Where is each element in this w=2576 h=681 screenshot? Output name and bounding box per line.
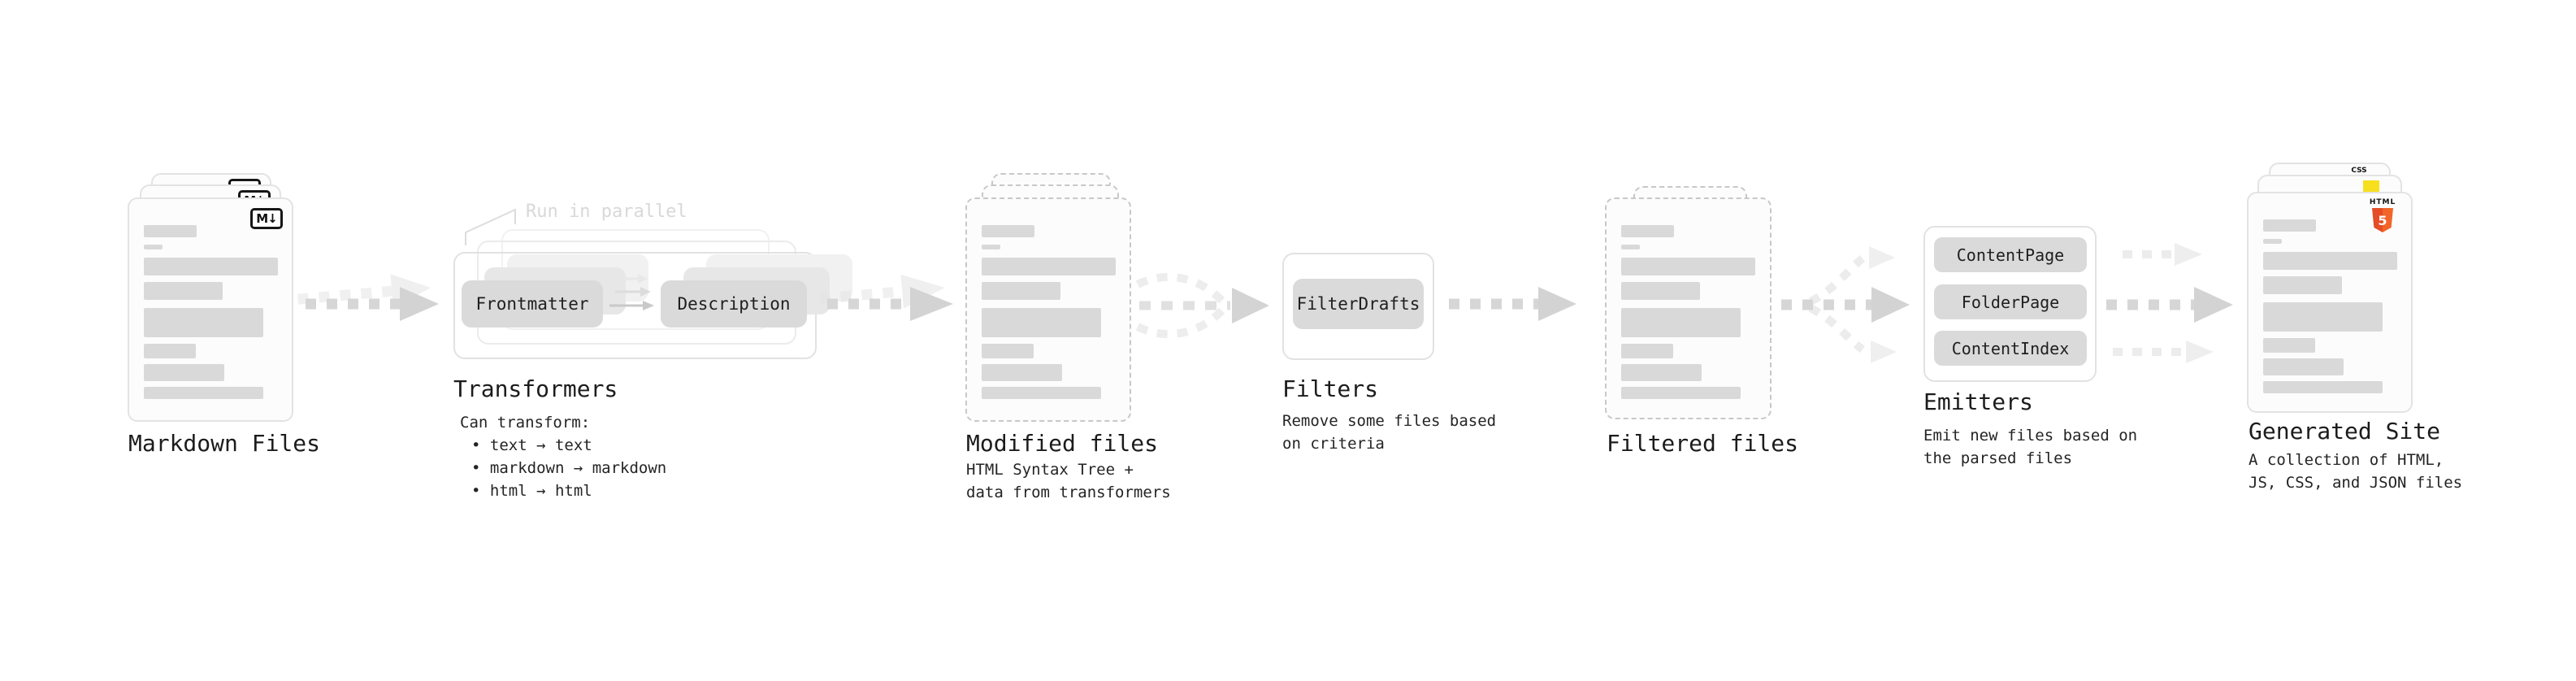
- transformers-bullet: • html → html: [471, 482, 592, 500]
- skeleton-line: [144, 282, 223, 300]
- css-badge-text: CSS: [2351, 167, 2367, 175]
- filtered-doc-front: [1605, 197, 1772, 419]
- skeleton-line: [2263, 302, 2383, 332]
- stage-label-emitters: Emitters: [1923, 388, 2033, 415]
- skeleton-line: [1621, 387, 1741, 399]
- transformers-bullet: • markdown → markdown: [471, 459, 667, 477]
- skeleton-line: [1621, 344, 1673, 358]
- skeleton-line: [982, 245, 1000, 249]
- transformers-description: Can transform: • text → text • markdown …: [460, 411, 666, 502]
- arrow-markdown-to-transformers: [306, 287, 439, 321]
- stage-label-filtered-files: Filtered files: [1607, 430, 1799, 457]
- skeleton-line: [2263, 381, 2383, 393]
- stage-label-transformers: Transformers: [453, 375, 618, 402]
- filters-box: [1282, 253, 1434, 360]
- modified-doc-front: [965, 197, 1131, 422]
- contentindex-pill: ContentIndex: [1934, 331, 2087, 366]
- stage-label-modified-files: Modified files: [966, 430, 1159, 457]
- skeleton-line: [982, 308, 1101, 337]
- skeleton-line: [1621, 282, 1700, 300]
- skeleton-line: [982, 364, 1062, 381]
- stage-label-markdown-files: Markdown Files: [128, 430, 321, 457]
- skeleton-line: [1621, 258, 1755, 275]
- modified-desc-line: HTML Syntax Tree +: [966, 461, 1134, 479]
- description-pill: Description: [661, 280, 807, 327]
- skeleton-line: [982, 387, 1101, 399]
- transformers-bullet: • text → text: [471, 436, 592, 454]
- stage-label-generated-site: Generated Site: [2249, 418, 2441, 445]
- skeleton-line: [2263, 276, 2342, 294]
- arrow-modified-to-filters: [1135, 272, 1269, 339]
- emitters-desc-line: the parsed files: [1923, 449, 2073, 467]
- arrow-filters-to-filtered: [1449, 287, 1576, 321]
- skeleton-line: [144, 245, 163, 249]
- arrow-markdown-to-transformers-ghost: [297, 274, 431, 309]
- skeleton-line: [982, 258, 1116, 275]
- arrow-emitters-to-generated-middle: [2106, 287, 2233, 323]
- arrow-emitters-to-generated-top: [2123, 243, 2202, 266]
- generated-doc-front: HTML 5: [2247, 192, 2413, 413]
- frontmatter-pill: Frontmatter: [462, 280, 603, 327]
- skeleton-line: [144, 308, 263, 337]
- run-in-parallel-note: Run in parallel: [526, 202, 687, 222]
- skeleton-line: [1621, 308, 1741, 337]
- modified-files-description: HTML Syntax Tree + data from transformer…: [966, 458, 1171, 504]
- skeleton-line: [2263, 239, 2282, 244]
- html5-icon: HTML 5: [2365, 198, 2400, 232]
- skeleton-line: [2263, 338, 2315, 353]
- skeleton-line: [144, 225, 197, 237]
- generated-desc-line: A collection of HTML,: [2249, 451, 2444, 469]
- markdown-icon: M↓: [250, 208, 283, 229]
- skeleton-line: [1621, 364, 1702, 381]
- skeleton-line: [144, 344, 196, 358]
- markdown-doc-front: M↓: [128, 197, 293, 422]
- skeleton-line: [1621, 245, 1640, 249]
- html5-shield: 5: [2372, 208, 2393, 232]
- emitters-desc-line: Emit new files based on: [1923, 427, 2138, 445]
- arrow-filtered-to-emitters: [1781, 246, 1910, 363]
- skeleton-line: [2263, 358, 2344, 375]
- skeleton-line: [144, 364, 224, 381]
- skeleton-line: [2263, 252, 2397, 270]
- skeleton-line: [982, 225, 1034, 237]
- html5-badge-text: HTML: [2369, 198, 2396, 206]
- transformers-desc-title: Can transform:: [460, 414, 591, 432]
- skeleton-line: [1621, 225, 1674, 237]
- generated-desc-line: JS, CSS, and JSON files: [2249, 474, 2463, 492]
- stage-label-filters: Filters: [1282, 375, 1379, 402]
- folderpage-pill: FolderPage: [1934, 284, 2087, 319]
- filters-desc-line: Remove some files based: [1282, 412, 1497, 430]
- skeleton-line: [982, 282, 1060, 300]
- filters-desc-line: on criteria: [1282, 435, 1385, 453]
- contentpage-pill: ContentPage: [1934, 237, 2087, 272]
- skeleton-line: [982, 344, 1034, 358]
- generated-site-description: A collection of HTML, JS, CSS, and JSON …: [2249, 449, 2462, 494]
- filterdrafts-pill: FilterDrafts: [1293, 279, 1424, 329]
- filters-description: Remove some files based on criteria: [1282, 410, 1496, 455]
- skeleton-line: [144, 258, 278, 275]
- emitters-box: [1923, 226, 2097, 382]
- arrow-emitters-to-generated-bottom: [2113, 340, 2214, 363]
- skeleton-line: [144, 387, 263, 399]
- emitters-description: Emit new files based on the parsed files: [1923, 424, 2137, 470]
- skeleton-line: [2263, 219, 2316, 232]
- modified-desc-line: data from transformers: [966, 484, 1171, 501]
